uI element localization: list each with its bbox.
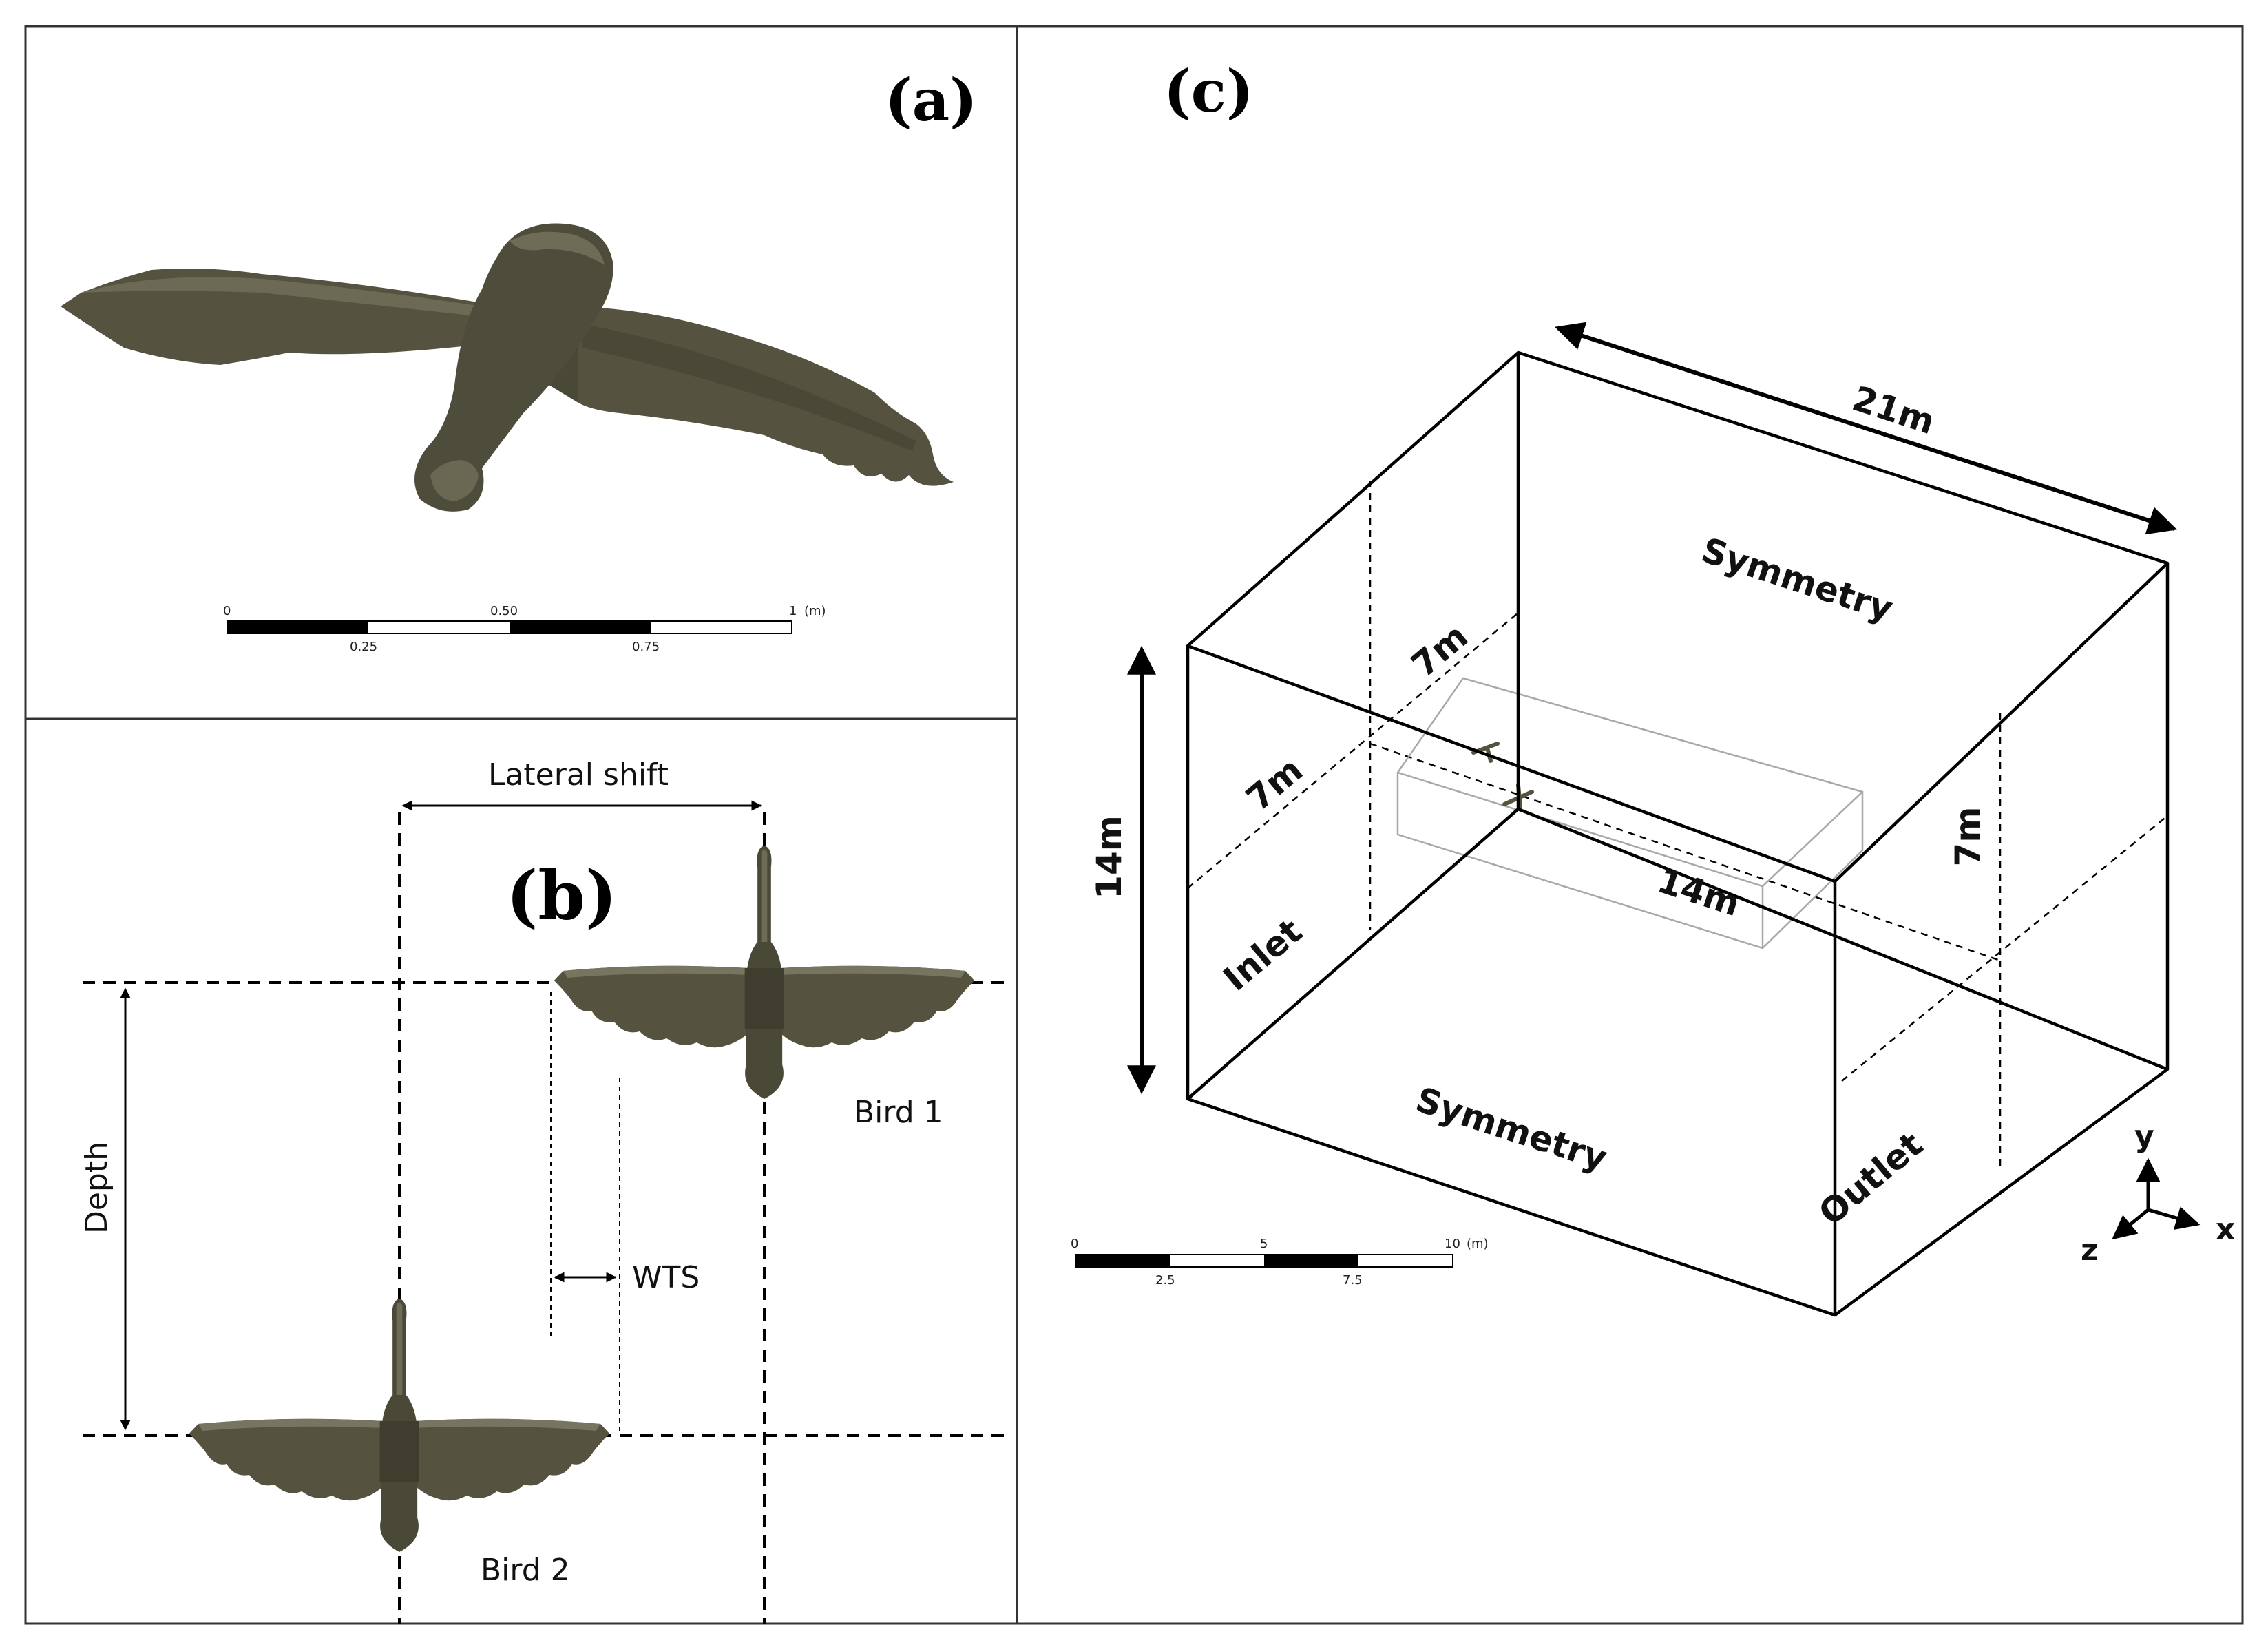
scale-a-unit: (m) (804, 604, 826, 618)
scale-a-tick-050: 0.50 (490, 604, 518, 618)
symmetry-bottom-label: Symmetry (1411, 1080, 1612, 1179)
dim-14m-height-label: 14m (1089, 815, 1129, 899)
dim-21m-label: 21m (1847, 378, 1940, 442)
scale-bar-c: 0 5 10 (m) 2.5 7.5 (1071, 1237, 1489, 1288)
dim-7m-top-label: 7m (1404, 616, 1476, 685)
bird-2-illustration (189, 1299, 610, 1552)
symmetry-top-label: Symmetry (1697, 530, 1898, 629)
inlet-label: Inlet (1216, 911, 1310, 998)
axis-y-label: y (2134, 1119, 2154, 1154)
panel-c: (c) (1071, 57, 2235, 1317)
dim-7m-right-label: 7m (1948, 807, 1988, 867)
axis-z-label: z (2081, 1232, 2099, 1268)
panel-b: Lateral shift Depth WTS (b) Bird 1 Bird … (79, 757, 1012, 1624)
panel-a-label: (a) (885, 66, 977, 134)
dim-21m-arrow (1555, 322, 2177, 535)
scale-c-tick-0: 0 (1071, 1237, 1078, 1251)
scale-c-tick-10: 10 (1445, 1237, 1460, 1251)
lateral-shift-label: Lateral shift (488, 757, 669, 793)
panel-a: (a) 0 0.50 1 (m) 0.25 0.75 (61, 66, 977, 654)
scale-a-tick-025: 0.25 (350, 640, 377, 654)
scale-c-tick-5: 5 (1260, 1237, 1268, 1251)
bird-perspective-illustration (61, 223, 954, 512)
depth-label: Depth (79, 1142, 114, 1234)
scale-bar-a: 0 0.50 1 (m) 0.25 0.75 (223, 604, 826, 654)
wts-label: WTS (632, 1260, 700, 1295)
domain-dashed-lines (1187, 481, 2168, 1167)
panel-b-label: (b) (506, 857, 617, 936)
domain-box (1186, 350, 2170, 1317)
scale-c-tick-25: 2.5 (1155, 1273, 1175, 1288)
bird-1-illustration (554, 846, 975, 1099)
scale-a-tick-1: 1 (789, 604, 797, 618)
outlet-label: Outlet (1812, 1124, 1931, 1233)
scale-c-tick-75: 7.5 (1343, 1273, 1363, 1288)
axis-x-label: x (2216, 1212, 2235, 1247)
scale-a-tick-075: 0.75 (632, 640, 660, 654)
wts-guides (550, 992, 620, 1432)
bird-1-label: Bird 1 (854, 1095, 943, 1130)
refinement-region (1396, 677, 1864, 950)
panel-c-label: (c) (1164, 57, 1254, 125)
scale-c-unit: (m) (1467, 1237, 1489, 1251)
scale-a-tick-0: 0 (223, 604, 231, 618)
coordinate-axes: y x z (2081, 1119, 2235, 1268)
panel-frames (24, 25, 2244, 1625)
dim-14m-inner-label: 14m (1652, 860, 1745, 924)
dim-7m-left-label: 7m (1239, 750, 1310, 819)
bird-2-label: Bird 2 (481, 1553, 570, 1588)
